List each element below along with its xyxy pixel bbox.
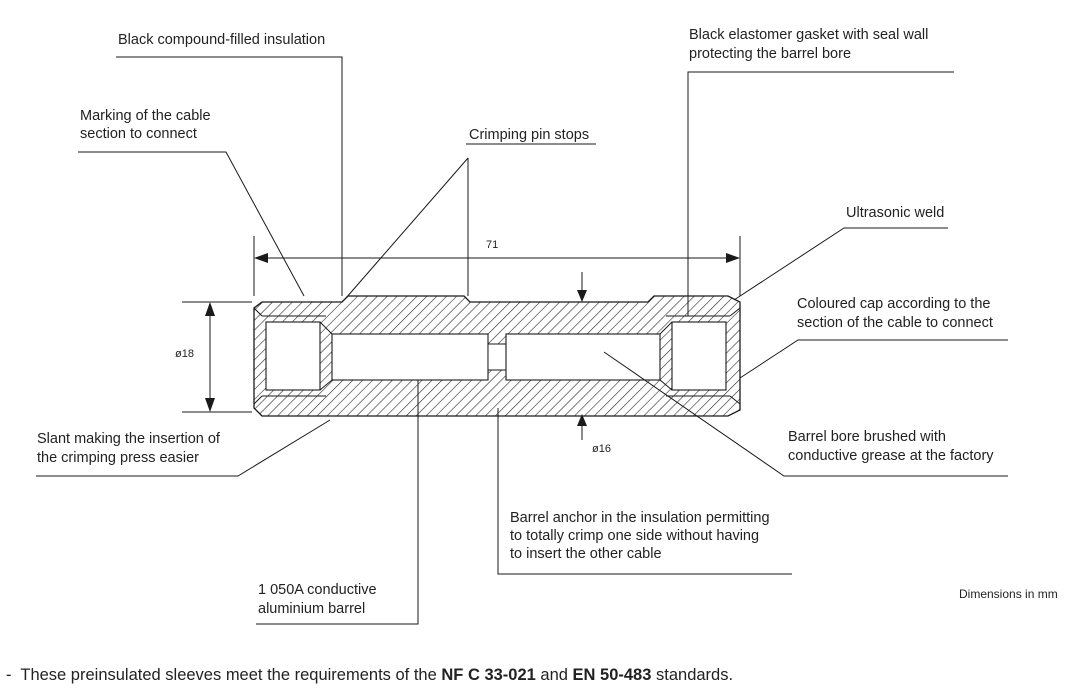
units-note: Dimensions in mm	[959, 587, 1058, 601]
barrel-anchor-wall	[487, 343, 507, 371]
label-anchor-line3: to insert the other cable	[510, 546, 662, 562]
label-barrel-line1: 1 050A conductive	[258, 582, 377, 598]
left-end-bore	[265, 321, 321, 391]
dimension-outer-diameter: ø18	[175, 301, 252, 413]
standards-footnote: - These preinsulated sleeves meet the re…	[6, 666, 733, 684]
label-cap-line2: section of the cable to connect	[797, 315, 993, 331]
footnote-standard-en: EN 50-483	[573, 666, 652, 684]
outer-diameter-value: ø18	[175, 348, 194, 360]
label-insulation: Black compound-filled insulation	[118, 32, 325, 48]
label-cap-line1: Coloured cap according to the	[797, 296, 990, 312]
right-barrel-bore	[505, 333, 661, 381]
label-anchor-line1: Barrel anchor in the insulation permitti…	[510, 510, 770, 526]
length-value: 71	[486, 239, 498, 251]
inner-diameter-value: ø16	[592, 443, 611, 455]
sleeve-body	[253, 295, 741, 417]
label-grease-line2: conductive grease at the factory	[788, 448, 994, 464]
label-marking-line1: Marking of the cable	[80, 108, 211, 124]
label-grease-line1: Barrel bore brushed with	[788, 429, 946, 445]
leader-lines	[36, 56, 1008, 625]
label-barrel-line2: aluminium barrel	[258, 601, 365, 617]
dimension-length: 71	[253, 236, 741, 296]
label-gasket-line1: Black elastomer gasket with seal wall	[689, 27, 928, 43]
label-anchor-line2: to totally crimp one side without having	[510, 528, 759, 544]
footnote-suffix: standards.	[651, 666, 733, 684]
label-slant-line2: the crimping press easier	[37, 450, 199, 466]
label-ultrasonic-weld: Ultrasonic weld	[846, 205, 944, 221]
dimension-inner-diameter: ø16	[577, 272, 611, 455]
label-gasket-line2: protecting the barrel bore	[689, 46, 851, 62]
right-end-bore	[671, 321, 727, 391]
label-slant-line1: Slant making the insertion of	[37, 431, 221, 447]
label-pin-stops: Crimping pin stops	[469, 127, 589, 143]
footnote-prefix: - These preinsulated sleeves meet the re…	[6, 666, 441, 684]
left-barrel-bore	[331, 333, 489, 381]
footnote-standard-nfc: NF C 33-021	[441, 666, 535, 684]
label-marking-line2: section to connect	[80, 126, 197, 142]
footnote-mid: and	[536, 666, 573, 684]
callout-labels: Black compound-filled insulation Black e…	[37, 27, 1058, 617]
